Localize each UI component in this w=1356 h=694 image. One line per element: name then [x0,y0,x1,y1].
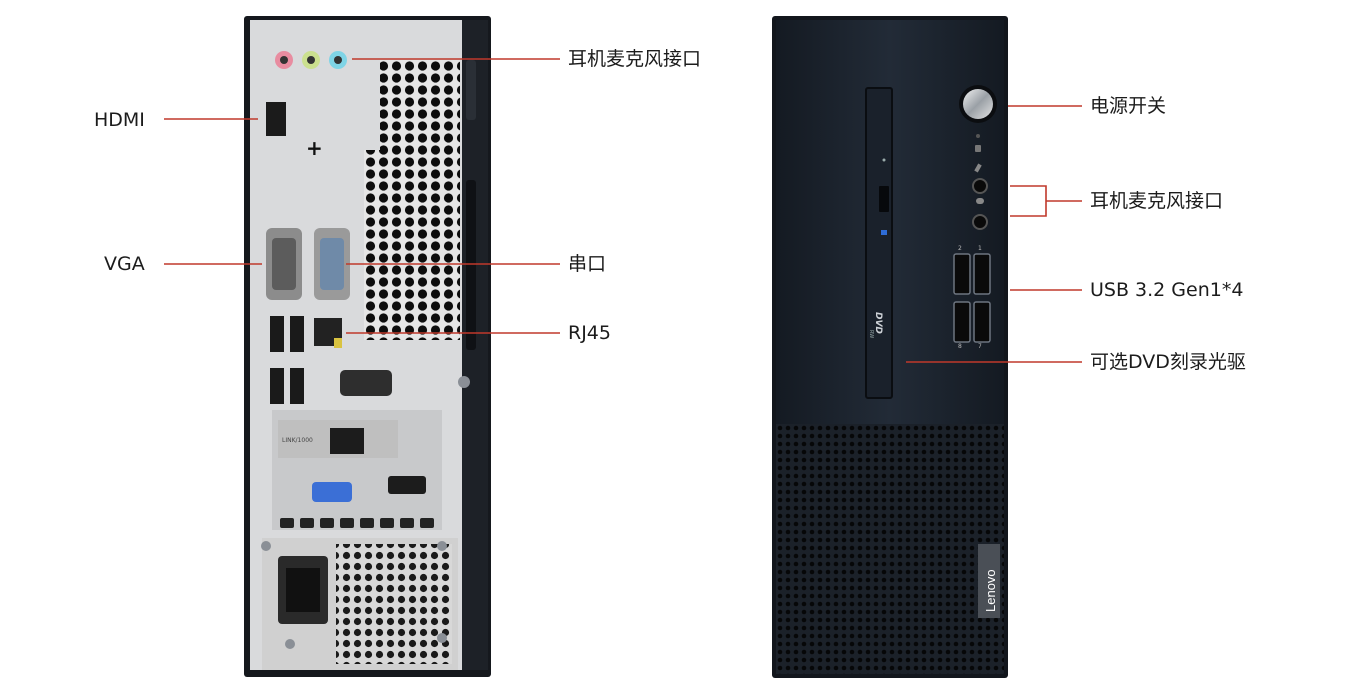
line-front-audio-bracket [1010,185,1047,217]
label-rear-vga: VGA [104,253,145,275]
rear-hdmi-port [266,102,286,136]
dvd-sub-logo: RW [868,330,874,338]
svg-text:+: + [306,136,323,160]
label-rear-hdmi: HDMI [94,109,145,131]
usb-number-8: 8 [958,343,962,350]
usb-number-2: 2 [958,245,962,252]
label-rear-rj45: RJ45 [568,322,611,344]
label-front-dvd: 可选DVD刻录光驱 [1090,351,1246,373]
rear-usb-ports [270,316,304,404]
usb-number-1: 1 [978,245,982,252]
front-mic-jack [972,178,988,194]
front-headphone-jack [972,214,988,230]
usb-number-7: 7 [978,343,982,350]
label-front-power: 电源开关 [1090,95,1167,117]
lenovo-logo-text: Lenovo [983,569,998,612]
power-button [963,89,993,119]
callout-lines [164,58,1082,363]
dvd-drive [865,87,893,399]
front-vent-grill [776,424,1004,674]
rear-vent-grill [364,60,460,340]
label-front-audio: 耳机麦克风接口 [1090,190,1224,212]
lenovo-badge [978,544,1000,618]
lan-card-label: LINK/1000 [282,437,313,444]
label-rear-serial: 串口 [568,253,607,275]
dvd-logo: DVD [873,312,883,334]
label-front-usb: USB 3.2 Gen1*4 [1090,279,1244,301]
label-rear-audio: 耳机麦克风接口 [568,48,702,70]
rear-view: + LINK/1000 [244,16,491,677]
rear-audio-jacks [275,51,347,69]
front-usb-ports [953,253,991,343]
front-view: DVD RW 2 1 8 7 Lenovo [772,16,1008,678]
